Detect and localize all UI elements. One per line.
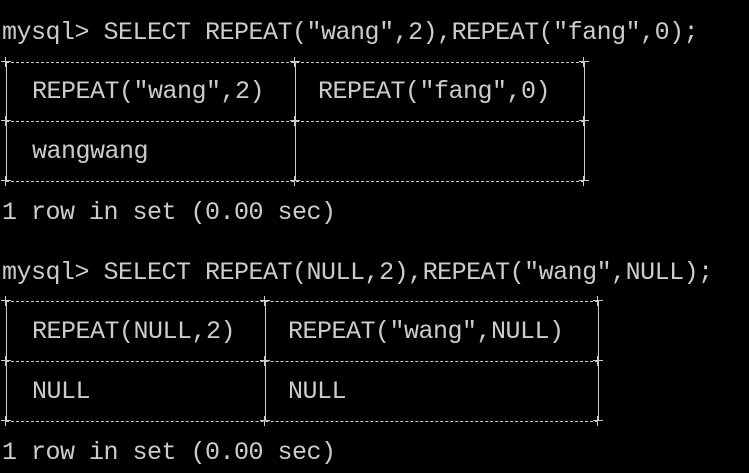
table-corner — [1, 176, 11, 186]
table-corner — [1, 116, 11, 126]
table-corner — [290, 57, 300, 67]
status-line: 1 row in set (0.00 sec) — [2, 198, 336, 227]
column-header: REPEAT(NULL,2) — [32, 317, 236, 346]
column-header: REPEAT("wang",2) — [32, 77, 265, 106]
table-cell: NULL — [32, 377, 91, 406]
table-corner — [1, 57, 11, 67]
table-corner — [290, 176, 300, 186]
table-corner — [290, 116, 300, 126]
table-corner — [593, 416, 603, 426]
table-corner — [593, 356, 603, 366]
table-corner — [579, 116, 589, 126]
table-border-bottom — [6, 181, 584, 182]
table-corner — [260, 356, 270, 366]
table-corner — [579, 176, 589, 186]
table-border-header — [6, 361, 598, 362]
table-border-right — [584, 62, 585, 181]
table-corner — [1, 296, 11, 306]
table-border-bottom — [6, 421, 598, 422]
table-corner — [1, 356, 11, 366]
table-cell: NULL — [288, 377, 347, 406]
table-border-left — [6, 301, 7, 421]
table-border-middle — [295, 62, 296, 181]
table-border-top — [6, 301, 598, 302]
command-line: mysql> SELECT REPEAT("wang",2),REPEAT("f… — [2, 18, 699, 47]
table-corner — [260, 296, 270, 306]
table-cell: wangwang — [32, 137, 149, 166]
table-border-left — [6, 62, 7, 181]
table-corner — [1, 416, 11, 426]
table-corner — [260, 416, 270, 426]
column-header: REPEAT("wang",NULL) — [288, 317, 564, 346]
column-header: REPEAT("fang",0) — [318, 77, 551, 106]
table-border-middle — [265, 301, 266, 421]
table-corner — [593, 296, 603, 306]
command-line: mysql> SELECT REPEAT(NULL,2),REPEAT("wan… — [2, 258, 713, 287]
table-border-right — [598, 301, 599, 421]
status-line: 1 row in set (0.00 sec) — [2, 438, 336, 467]
table-corner — [579, 57, 589, 67]
